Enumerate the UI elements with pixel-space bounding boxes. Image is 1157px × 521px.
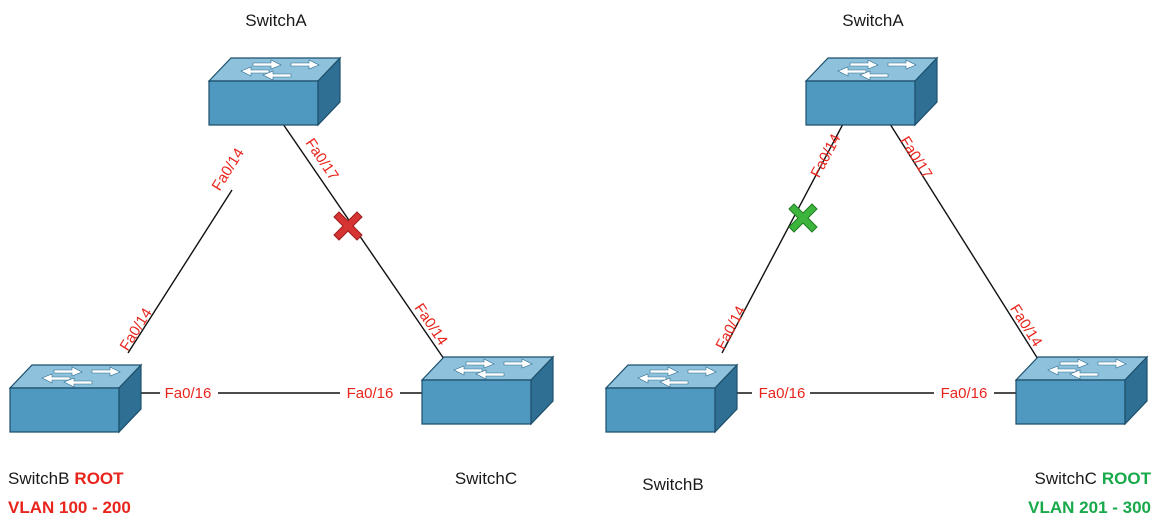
switch-c-icon [421,356,554,425]
vlan-range: VLAN 100 - 200 [8,498,131,517]
port-label-a-to-b: Fa0/14 [808,131,845,180]
link-a-b [721,123,844,354]
port-label-b-to-c: Fa0/16 [759,385,806,402]
switch-c-name: SwitchC [1035,469,1097,488]
left-topology: SwitchA SwitchC SwitchB ROOT VLAN 100 - 2… [8,11,554,517]
port-label-c-to-b: Fa0/16 [941,385,988,402]
port-label-a-to-c: Fa0/17 [896,133,935,182]
switch-b-icon [605,364,738,433]
switch-a-icon [805,57,938,126]
port-label-c-to-b: Fa0/16 [347,385,394,402]
port-label-c-to-a: Fa0/14 [1006,301,1045,350]
port-label-b-to-a: Fa0/14 [713,303,750,352]
port-label-c-to-a: Fa0/14 [411,300,451,348]
switch-b-name: SwitchB [8,469,69,488]
switch-b-label: SwitchB ROOT [8,469,124,488]
blocked-port-x-icon [333,211,363,241]
switch-c-icon [1015,356,1148,425]
switch-b-icon [9,364,142,433]
right-topology: SwitchA SwitchB SwitchC ROOT VLAN 201 - 3… [605,11,1152,517]
link-a-c [889,123,1049,376]
root-badge: ROOT [74,469,124,488]
switch-a-name: SwitchA [245,11,307,30]
port-label-b-to-a: Fa0/14 [117,305,156,354]
root-badge: ROOT [1102,469,1152,488]
switch-a-icon [208,57,341,126]
switch-c-name: SwitchC [455,469,517,488]
vlan-range: VLAN 201 - 300 [1028,498,1151,517]
link-a-b [127,189,233,354]
link-a-c [282,123,456,376]
port-label-b-to-c: Fa0/16 [165,385,212,402]
port-label-a-to-b: Fa0/14 [209,145,248,194]
switch-a-name: SwitchA [842,11,904,30]
switch-b-name: SwitchB [642,475,703,494]
switch-c-label: SwitchC ROOT [1035,469,1152,488]
